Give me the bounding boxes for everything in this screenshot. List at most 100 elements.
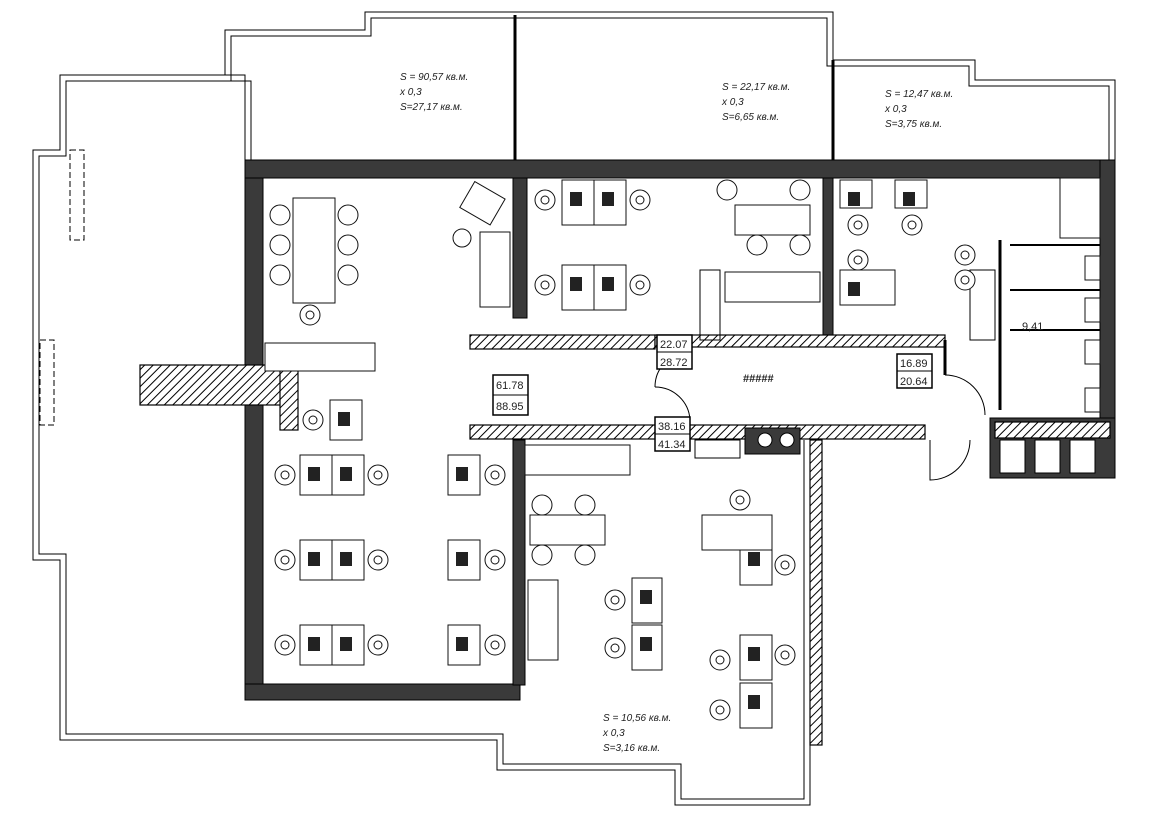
kitchen-counter bbox=[264, 342, 376, 372]
chair-seat bbox=[907, 220, 917, 230]
chair bbox=[574, 544, 596, 566]
monitor bbox=[748, 695, 760, 709]
monitor bbox=[456, 552, 468, 566]
desk bbox=[331, 624, 365, 666]
svg-text:S = 12,47 кв.м.: S = 12,47 кв.м. bbox=[885, 89, 953, 100]
svg-text:41.34: 41.34 bbox=[658, 439, 686, 451]
chair bbox=[531, 494, 553, 516]
monitor bbox=[570, 277, 582, 291]
svg-text:x 0,3: x 0,3 bbox=[721, 97, 744, 108]
toilet bbox=[1084, 387, 1101, 413]
chair bbox=[337, 204, 359, 226]
monitor bbox=[570, 192, 582, 206]
monitor bbox=[640, 637, 652, 651]
monitor bbox=[602, 277, 614, 291]
svg-text:88.95: 88.95 bbox=[496, 401, 524, 413]
walls bbox=[139, 159, 1116, 746]
monitor bbox=[903, 192, 915, 206]
svg-text:16.89: 16.89 bbox=[900, 358, 928, 370]
room-tag-4: 16.89 20.64 bbox=[896, 353, 933, 389]
terrace-label-1: S = 90,57 кв.м. x 0,3 S=27,17 кв.м. bbox=[399, 72, 468, 113]
svg-text:S = 10,56 кв.м.: S = 10,56 кв.м. bbox=[603, 713, 671, 724]
svg-text:S=3,16 кв.м.: S=3,16 кв.м. bbox=[603, 743, 660, 754]
chair bbox=[574, 494, 596, 516]
chair bbox=[269, 264, 291, 286]
monitor bbox=[340, 467, 352, 481]
chair-seat bbox=[305, 310, 315, 320]
toilet bbox=[1084, 339, 1101, 365]
svg-text:38.16: 38.16 bbox=[658, 421, 686, 433]
kitchen-counter bbox=[524, 444, 631, 476]
armchair bbox=[459, 180, 506, 226]
chair bbox=[269, 234, 291, 256]
svg-text:S = 22,17 кв.м.: S = 22,17 кв.м. bbox=[722, 82, 790, 93]
chair-seat bbox=[540, 280, 550, 290]
monitor bbox=[340, 637, 352, 651]
monitor bbox=[308, 467, 320, 481]
meeting-table bbox=[529, 514, 606, 546]
monitor bbox=[748, 647, 760, 661]
meeting-table bbox=[734, 204, 811, 236]
svg-text:28.72: 28.72 bbox=[660, 357, 688, 369]
svg-text:S=6,65 кв.м.: S=6,65 кв.м. bbox=[722, 112, 779, 123]
chair bbox=[789, 234, 811, 256]
furniture-layer bbox=[264, 177, 1101, 729]
chair-seat bbox=[780, 650, 790, 660]
chair-seat bbox=[308, 415, 318, 425]
desk bbox=[701, 514, 773, 551]
monitor bbox=[340, 552, 352, 566]
chair-seat bbox=[780, 560, 790, 570]
chair-seat bbox=[853, 220, 863, 230]
terrace-outline bbox=[32, 11, 1116, 806]
chair bbox=[337, 234, 359, 256]
svg-text:S=27,17 кв.м.: S=27,17 кв.м. bbox=[400, 102, 463, 113]
chair bbox=[269, 204, 291, 226]
toilet bbox=[1084, 297, 1101, 323]
monitor bbox=[456, 637, 468, 651]
chair-seat bbox=[540, 195, 550, 205]
toilet bbox=[1084, 255, 1101, 281]
meeting-table bbox=[292, 197, 336, 304]
chair-seat bbox=[635, 280, 645, 290]
svg-text:20.64: 20.64 bbox=[900, 376, 928, 388]
corridor-mark: ##### bbox=[743, 373, 774, 385]
plant bbox=[452, 228, 472, 248]
monitor bbox=[602, 192, 614, 206]
desk bbox=[561, 264, 595, 311]
chair bbox=[531, 544, 553, 566]
monitor bbox=[640, 590, 652, 604]
chair-seat bbox=[373, 555, 383, 565]
chair-seat bbox=[635, 195, 645, 205]
chair-seat bbox=[715, 655, 725, 665]
room-tag-3: 38.16 41.34 bbox=[654, 416, 691, 452]
chair-seat bbox=[610, 595, 620, 605]
chair-seat bbox=[490, 640, 500, 650]
chair-seat bbox=[373, 470, 383, 480]
wc-area-label: 9,41 bbox=[1022, 321, 1043, 333]
svg-text:x 0,3: x 0,3 bbox=[399, 87, 422, 98]
chair-seat bbox=[490, 555, 500, 565]
chair-seat bbox=[490, 470, 500, 480]
chair-seat bbox=[853, 255, 863, 265]
desk bbox=[447, 539, 481, 581]
svg-text:x 0,3: x 0,3 bbox=[602, 728, 625, 739]
chair-seat bbox=[373, 640, 383, 650]
svg-text:S=3,75 кв.м.: S=3,75 кв.м. bbox=[885, 119, 942, 130]
room-tag-1: 61.78 88.95 bbox=[492, 374, 529, 416]
kitchen-counter bbox=[724, 271, 821, 303]
sofa bbox=[527, 579, 559, 661]
chair bbox=[337, 264, 359, 286]
chair-seat bbox=[735, 495, 745, 505]
monitor bbox=[748, 552, 760, 566]
chair-seat bbox=[280, 555, 290, 565]
monitor bbox=[338, 412, 350, 426]
svg-text:61.78: 61.78 bbox=[496, 380, 524, 392]
chair-seat bbox=[960, 250, 970, 260]
sofa bbox=[479, 231, 511, 308]
terrace-label-2: S = 22,17 кв.м. x 0,3 S=6,65 кв.м. bbox=[721, 82, 790, 123]
chair-seat bbox=[960, 275, 970, 285]
chair bbox=[746, 234, 768, 256]
chair bbox=[789, 179, 811, 201]
monitor bbox=[308, 637, 320, 651]
